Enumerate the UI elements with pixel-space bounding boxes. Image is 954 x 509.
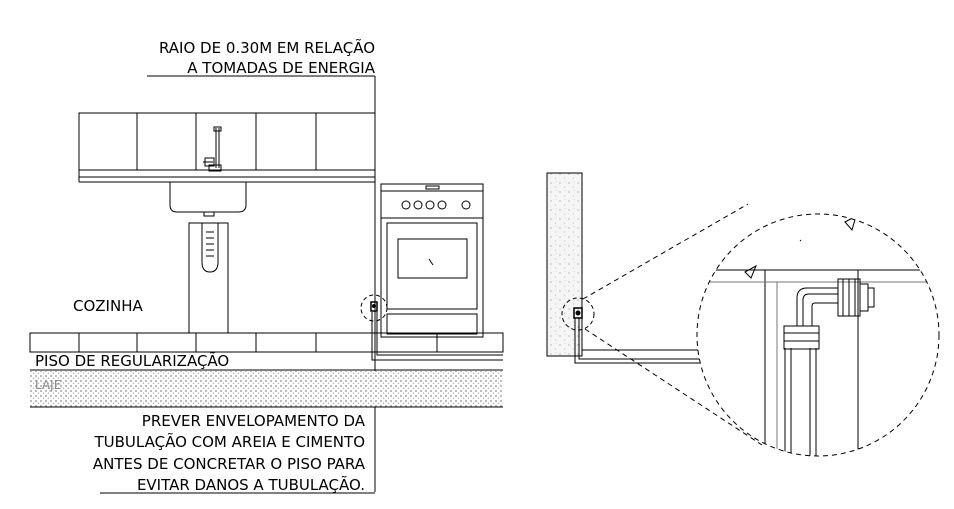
stove [380, 183, 484, 338]
wall-detail [546, 172, 940, 457]
slab: LAJE [30, 371, 503, 408]
note-line3: ANTES DE CONCRETAR O PISO PARA [93, 455, 366, 473]
note-line2: TUBULAÇÃO COM AREIA E CIMENTO [93, 432, 365, 451]
wall-pipe [574, 318, 703, 364]
sink-pedestal [188, 222, 229, 334]
radius-note-line2: A TOMADAS DE ENERGIA [187, 59, 375, 77]
detail-callout-circle [561, 297, 595, 331]
baseboard [29, 332, 504, 353]
magnified-view [696, 213, 940, 457]
magnified-circle-outline [696, 213, 940, 457]
note-line4: EVITAR DANOS A TUBULAÇÃO. [137, 475, 365, 494]
wall-valve-icon [573, 307, 583, 319]
installation-note: PREVER ENVELOPAMENTO DA TUBULAÇÃO COM AR… [93, 412, 375, 494]
concrete-wall [546, 172, 583, 357]
faucet-icon [203, 126, 222, 172]
floor-leveling-layer: PISO DE REGULARIZAÇÃO [30, 351, 503, 371]
floor-layer-label: PISO DE REGULARIZAÇÃO [35, 351, 229, 370]
countertop [78, 169, 376, 183]
sink-bowl [169, 182, 247, 217]
upper-cabinets [78, 112, 376, 171]
gas-pipe [371, 312, 503, 361]
callout-tangent-top [582, 203, 749, 300]
slab-label: LAJE [35, 378, 61, 392]
valve-detail-marker [360, 294, 388, 322]
note-line1: PREVER ENVELOPAMENTO DA [142, 412, 366, 430]
room-label: COZINHA [73, 297, 143, 315]
kitchen-section: RAIO DE 0.30M EM RELAÇÃO A TOMADAS DE EN… [29, 38, 504, 494]
radius-note-line1: RAIO DE 0.30M EM RELAÇÃO [159, 38, 375, 57]
